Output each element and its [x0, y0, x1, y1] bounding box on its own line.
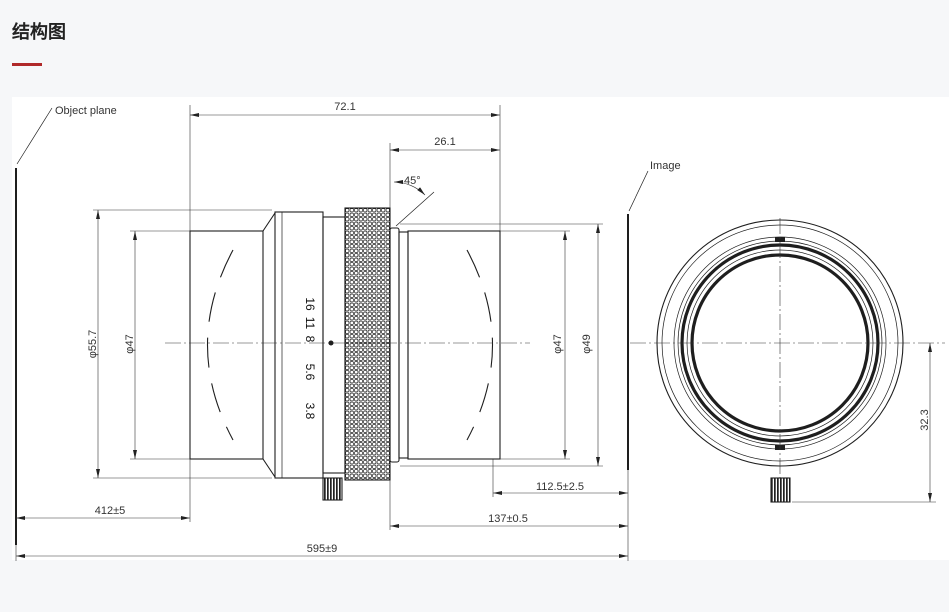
rear-step-outer	[389, 227, 400, 463]
page-title: 结构图	[12, 22, 66, 42]
dimension-412: 412±5	[16, 459, 191, 522]
dimension-label: 32.3	[919, 409, 931, 430]
aperture-mark: 3.8	[303, 403, 317, 420]
lens-side-view: 16 11 8 5.6 3.8	[165, 207, 530, 501]
dimension-72-1: 72.1	[189, 101, 501, 231]
image-plane-leader	[628, 170, 649, 212]
object-plane: Object plane	[15, 105, 117, 561]
dimension-dia-49: φ49	[400, 223, 603, 467]
dimension-dia-47-rear: φ47	[500, 230, 570, 460]
dimension-label: 72.1	[334, 101, 355, 113]
lens-front-view	[630, 218, 945, 503]
front-barrel	[189, 230, 264, 460]
rear-step-inner	[398, 231, 409, 459]
dimension-32-3: 32.3	[792, 343, 936, 503]
top-notch	[775, 237, 785, 242]
dimension-595: 595±9	[16, 543, 628, 558]
title-accent-bar	[12, 63, 42, 66]
index-ring	[322, 216, 346, 474]
dimension-label: φ47	[552, 334, 564, 353]
object-plane-leader	[16, 107, 53, 165]
angle-arc	[393, 180, 426, 196]
front-lens-curve	[207, 249, 234, 441]
drawing-panel	[12, 97, 949, 560]
front-view-knob	[770, 477, 791, 503]
image-plane: Image	[627, 160, 681, 561]
dimension-dia-55-7: φ55.7	[87, 209, 272, 479]
dimension-dia-47-front: φ47	[124, 230, 190, 460]
dimension-label: φ47	[124, 334, 136, 353]
aperture-mark: 11	[303, 317, 317, 330]
knurled-focus-ring	[344, 207, 391, 481]
dimension-137: 137±0.5	[389, 480, 628, 530]
aperture-index-dot	[328, 340, 334, 346]
aperture-mark: 8	[303, 336, 317, 343]
dimension-label: 595±9	[307, 543, 338, 555]
dimension-label: 137±0.5	[488, 513, 528, 525]
dimension-label: φ49	[581, 334, 593, 353]
dimension-label: φ55.7	[87, 330, 99, 359]
focus-lock-knob	[322, 477, 343, 501]
image-plane-label: Image	[650, 160, 681, 172]
angle-label: 45°	[404, 175, 421, 187]
aperture-mark: 5.6	[303, 364, 317, 381]
rear-barrel	[407, 230, 501, 460]
object-plane-label: Object plane	[55, 105, 117, 117]
aperture-mark: 16	[303, 297, 317, 311]
chamfer-line	[395, 191, 435, 227]
dimension-label: 112.5±2.5	[536, 481, 584, 493]
dimension-label: 412±5	[95, 505, 126, 517]
dimension-112-5: 112.5±2.5	[492, 459, 628, 497]
front-bevel	[262, 212, 276, 478]
dimension-26-1: 26.1	[389, 136, 500, 208]
angle-45-annotation: 45°	[393, 175, 435, 227]
rear-lens-curve	[466, 249, 493, 441]
dimension-label: 26.1	[434, 136, 455, 148]
